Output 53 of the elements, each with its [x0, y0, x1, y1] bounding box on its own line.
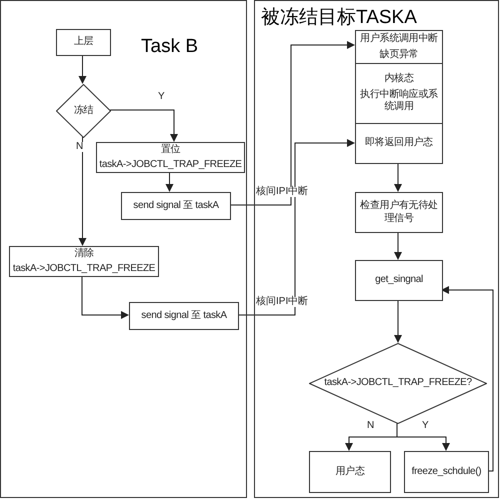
node-label: 用户态 — [335, 466, 365, 478]
node-label: 执行中断响应或系统调用 — [359, 88, 439, 114]
node-label: taskA->JOBCTL_TRAP_FREEZE — [12, 263, 156, 276]
edge-label: N — [75, 142, 84, 152]
arrow — [166, 172, 174, 192]
edge-label: 核间IPI中断 — [255, 187, 310, 197]
arrow — [238, 139, 355, 316]
process-box — [355, 63, 443, 124]
edge-label: Y — [421, 421, 430, 431]
edge-label: N — [366, 421, 376, 431]
process-box — [96, 142, 245, 173]
panel — [254, 0, 499, 498]
panel-title: Task B — [141, 35, 198, 59]
arrow — [394, 232, 402, 260]
process-box — [355, 123, 443, 164]
process-box — [355, 30, 443, 64]
node-label: 清除 — [74, 248, 94, 260]
arrow — [441, 286, 494, 472]
node-label: 缺页异常 — [380, 48, 418, 61]
node-label: 检查用户有无待处理信号 — [359, 200, 439, 225]
node-label: send signal 至 taskA — [133, 200, 219, 212]
arrow — [78, 136, 86, 246]
process-box — [404, 451, 489, 493]
node-label: taskA->JOBCTL_TRAP_FREEZE — [99, 159, 242, 172]
panel — [0, 0, 247, 498]
node-label: taskA->JOBCTL_TRAP_FREEZE? — [324, 377, 472, 390]
node-label: 内核态 — [384, 73, 414, 86]
edge-label: 核间IPI中断 — [255, 297, 310, 307]
arrow — [110, 110, 178, 142]
arrow — [82, 276, 129, 319]
node-label: get_singnal — [375, 274, 423, 287]
arrow — [78, 54, 86, 84]
decision-diamond — [56, 84, 111, 138]
process-box — [121, 192, 231, 220]
node-label: 冻结 — [74, 104, 94, 118]
node-label: 即将返回用户态 — [365, 137, 433, 150]
node-label: 置位 — [160, 144, 180, 156]
process-box — [129, 302, 239, 330]
process-box — [309, 451, 391, 493]
node-label: freeze_schdule() — [412, 466, 482, 478]
arrow — [230, 41, 355, 206]
panel-title: 被冻结目标TASKA — [261, 6, 417, 30]
node-label: send signal 至 taskA — [141, 310, 227, 322]
process-box — [56, 29, 111, 56]
process-box — [355, 192, 443, 233]
edge-label: Y — [157, 92, 166, 102]
process-box — [355, 260, 443, 301]
node-label: 上层 — [74, 36, 94, 49]
process-box — [9, 246, 159, 277]
arrow — [394, 300, 402, 343]
arrow — [394, 162, 402, 192]
arrow — [396, 422, 450, 451]
node-label: 用户系统调用中断 — [360, 33, 438, 46]
